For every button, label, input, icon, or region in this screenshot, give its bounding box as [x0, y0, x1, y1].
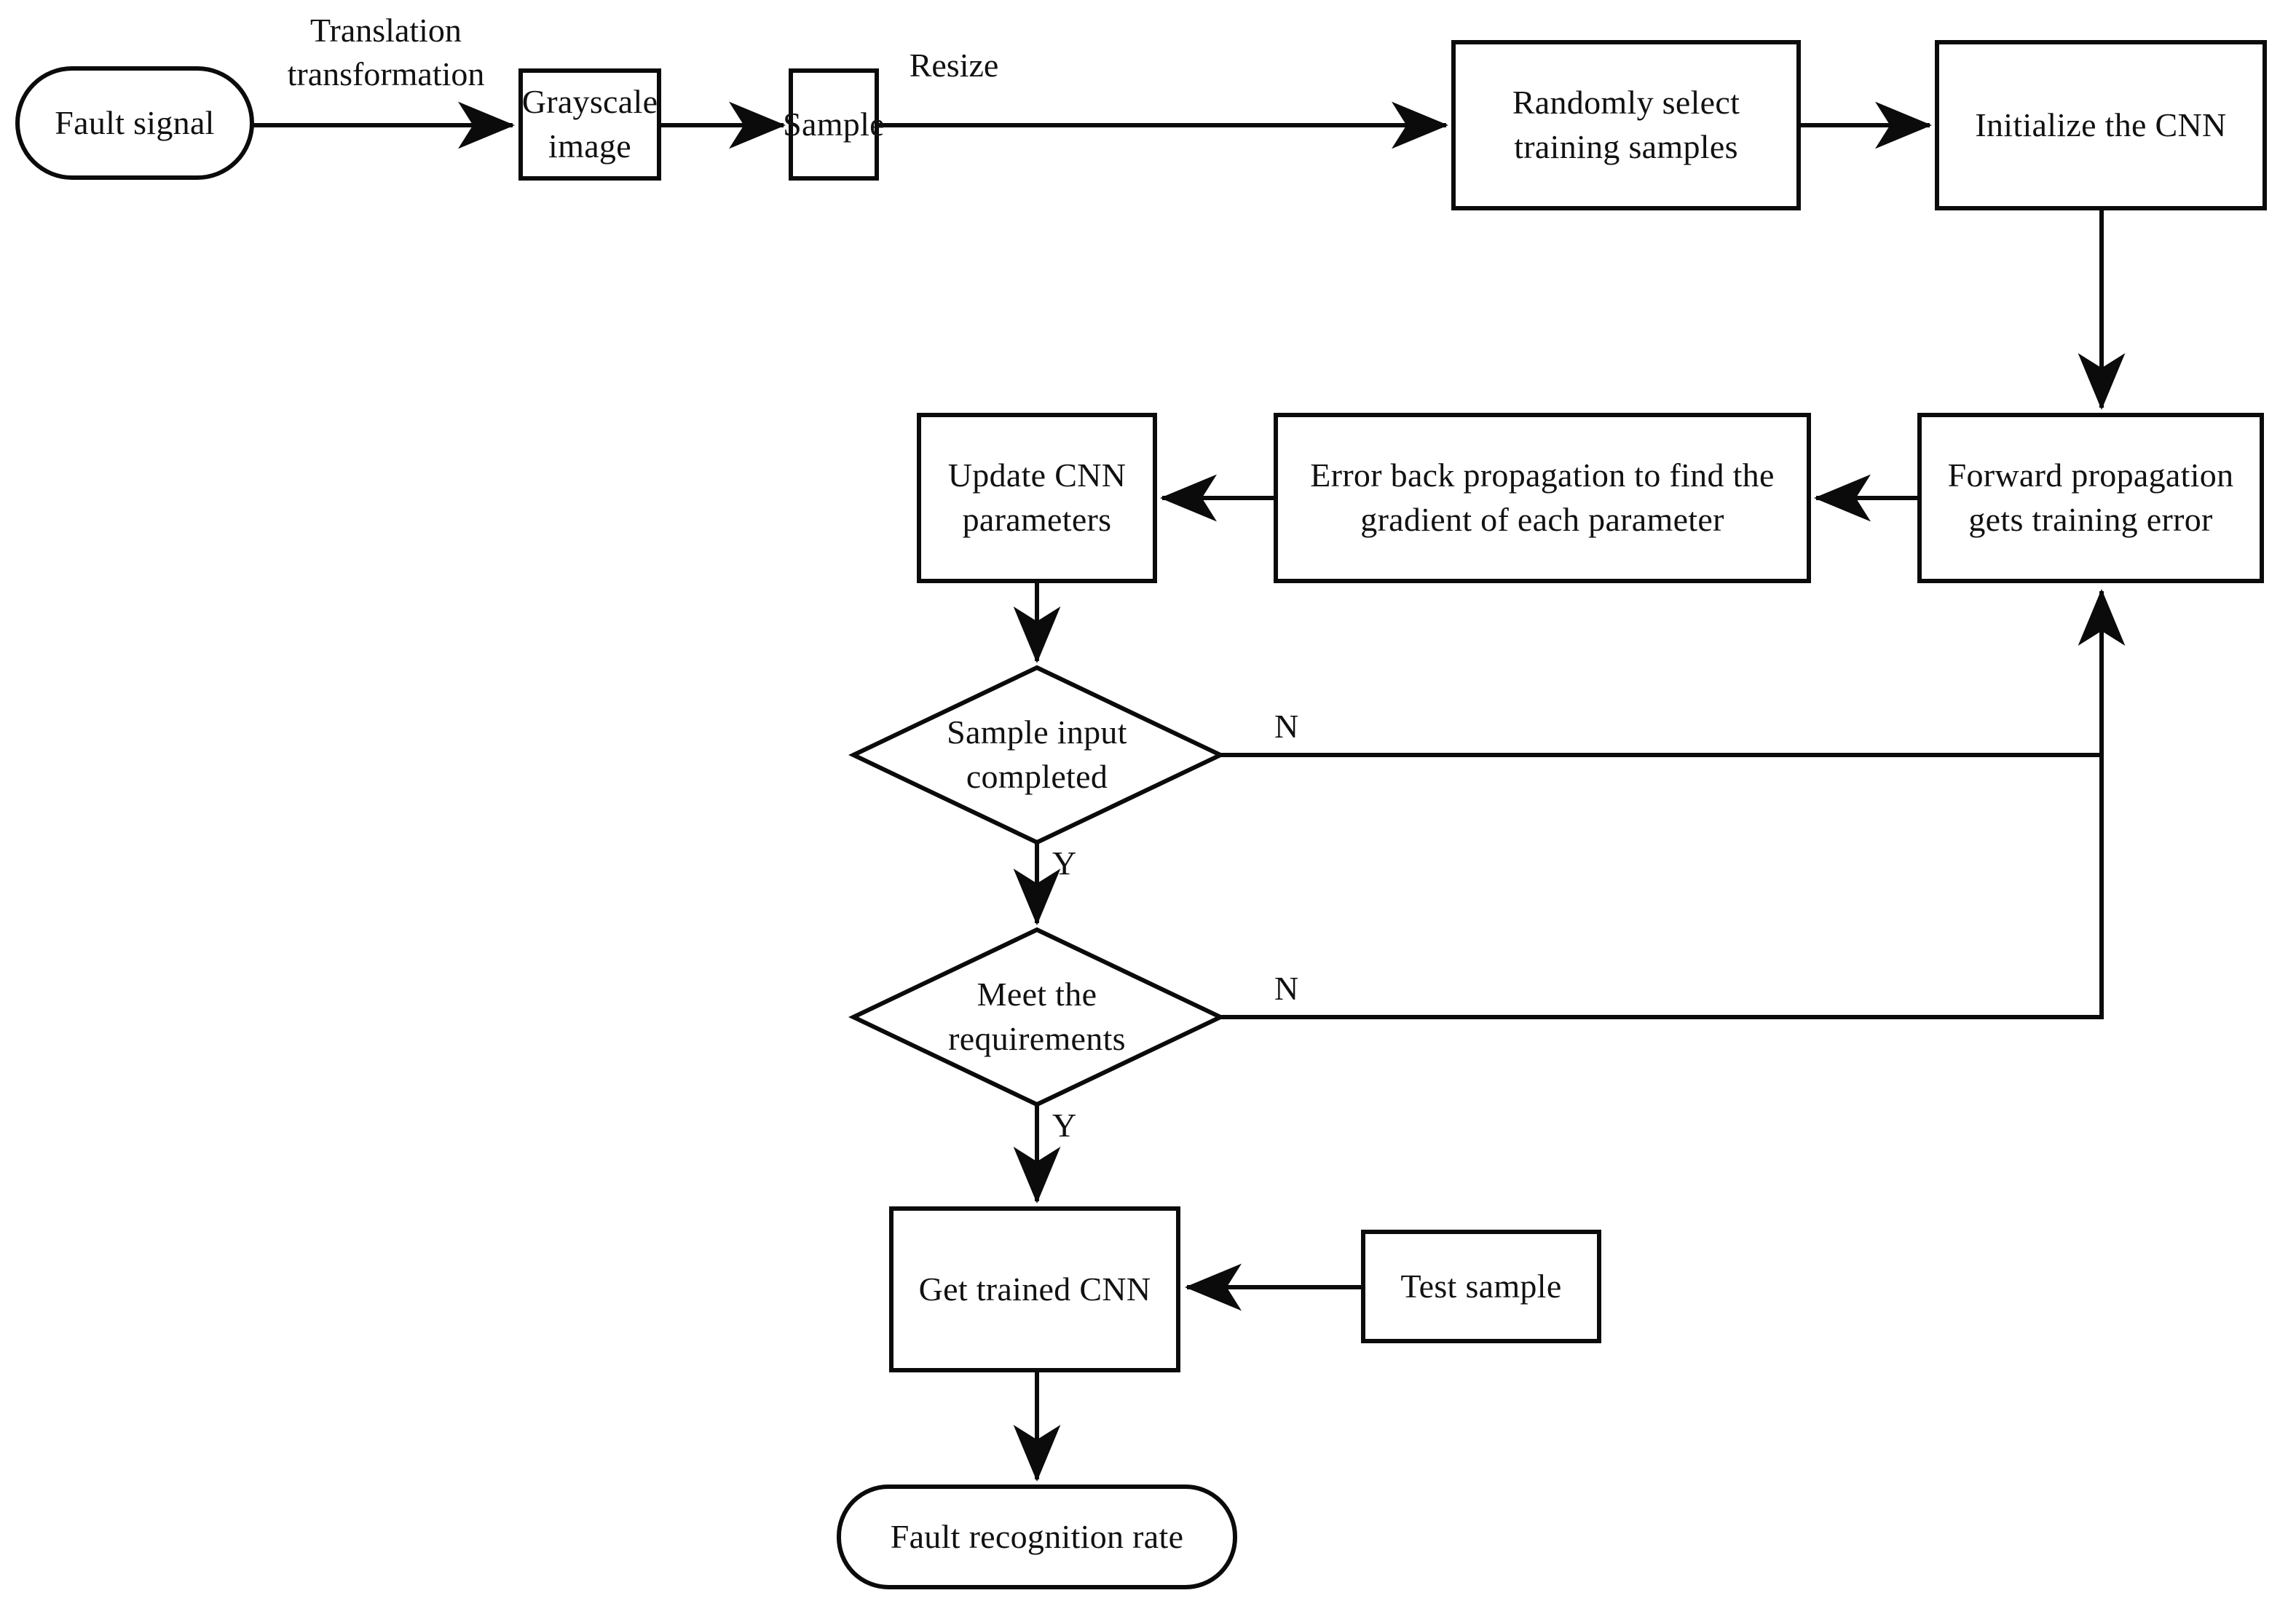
branch-label-sample-input-no: N	[1274, 708, 1299, 745]
node-fault-signal-shape[interactable]	[15, 66, 254, 180]
node-initialize-cnn-shape[interactable]	[1935, 40, 2267, 210]
node-randomly-select-shape[interactable]	[1451, 40, 1801, 210]
branch-label-meet-requirements-no: N	[1274, 970, 1299, 1007]
branch-label-sample-input-yes: Y	[1052, 845, 1077, 882]
node-meet-requirements-shape[interactable]	[848, 927, 1226, 1107]
branch-label-meet-requirements-yes: Y	[1052, 1107, 1077, 1144]
node-error-back-propagation-shape[interactable]	[1274, 413, 1811, 583]
node-grayscale-image-shape[interactable]	[518, 68, 661, 181]
edge-label-resize: Resize	[909, 47, 999, 84]
node-test-sample-shape[interactable]	[1361, 1230, 1601, 1343]
node-update-cnn-shape[interactable]	[917, 413, 1157, 583]
node-get-trained-cnn-shape[interactable]	[889, 1206, 1180, 1372]
node-sample-input-completed-shape[interactable]	[848, 665, 1226, 845]
edge-meet-requirements-no-feedback	[1221, 591, 2104, 1019]
edge-sample-input-no-feedback	[1221, 589, 2126, 757]
node-sample-shape[interactable]	[789, 68, 879, 181]
node-forward-propagation-shape[interactable]	[1917, 413, 2264, 583]
node-fault-recognition-rate-shape[interactable]	[837, 1485, 1237, 1589]
